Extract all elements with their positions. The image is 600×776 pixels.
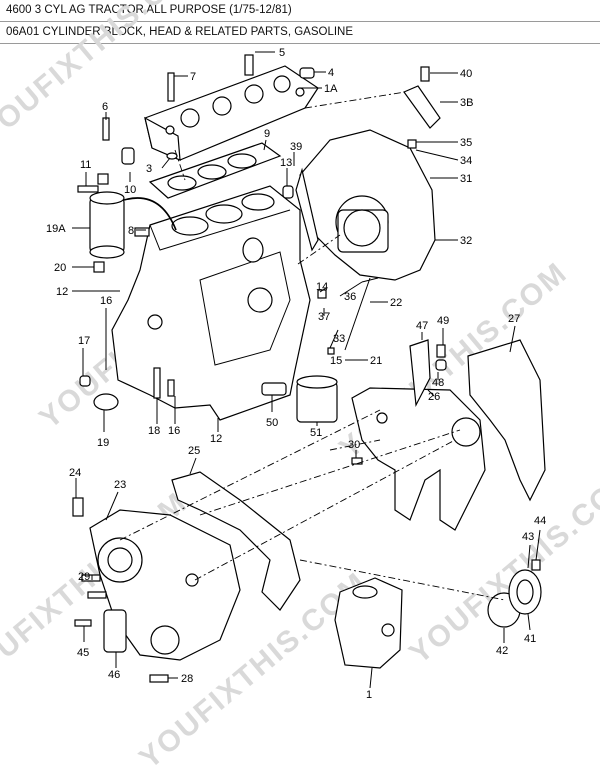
callout-label: 23 [114, 479, 126, 491]
callout-label: 7 [190, 71, 196, 83]
cylinder-head [144, 65, 319, 161]
callout-label: 47 [416, 320, 428, 332]
callout-label: 36 [344, 291, 356, 303]
callout-label: 48 [432, 377, 444, 389]
leader-lines [72, 51, 541, 689]
callout-label: 46 [108, 669, 120, 681]
timing-cover-gasket [171, 471, 301, 611]
callout-label: 39 [290, 141, 302, 153]
callout-label: 19 [97, 437, 109, 449]
front-plate-gasket [467, 339, 546, 502]
callout-label: 41 [524, 633, 536, 645]
callout-label: 30 [348, 439, 360, 451]
callout-label: 29 [78, 571, 90, 583]
callout-label: 40 [460, 68, 472, 80]
callout-label: 45 [77, 647, 89, 659]
callout-label: 17 [78, 335, 90, 347]
callout-label: 24 [69, 467, 81, 479]
callout-label: 1 [366, 689, 372, 701]
callout-label: 20 [54, 262, 66, 274]
callout-label: 42 [496, 645, 508, 657]
callout-label: 44 [534, 515, 546, 527]
callout-label: 11 [80, 159, 91, 171]
page-subtitle: 06A01 CYLINDER BLOCK, HEAD & RELATED PAR… [0, 22, 600, 44]
rear-gasket [295, 167, 319, 252]
callout-label: 10 [124, 184, 136, 196]
front-plate [351, 387, 486, 531]
callout-label: 31 [460, 173, 472, 185]
install-arrow [123, 197, 177, 231]
callout-label: 18 [148, 425, 160, 437]
callout-label: 8 [128, 225, 134, 237]
callout-label: 51 [310, 427, 322, 439]
callout-label: 19A [46, 223, 66, 235]
callout-label: 34 [460, 155, 472, 167]
callout-label: 5 [279, 47, 285, 59]
callout-label: 32 [460, 235, 472, 247]
timing-cover [89, 509, 241, 661]
callout-label: 12 [56, 286, 68, 298]
callout-label: 1A [324, 83, 338, 95]
callout-label: 3 [146, 163, 152, 175]
oil-filter [296, 375, 338, 423]
callout-label: 27 [508, 313, 520, 325]
callout-label: 12 [210, 433, 222, 445]
filter-adaptor [261, 382, 287, 396]
seal-retainer [508, 569, 542, 615]
callout-label: 33 [333, 333, 345, 345]
cylinder-sleeve [89, 191, 125, 259]
short-block-assembly [334, 577, 403, 669]
cylinder-block [111, 185, 311, 421]
assembly-lines [119, 91, 506, 601]
callout-label: 43 [522, 531, 534, 543]
callout-label: 28 [181, 673, 193, 685]
rear-seal [93, 393, 119, 411]
callout-label: 25 [188, 445, 200, 457]
callout-label: 4 [328, 67, 334, 79]
callout-label: 50 [266, 417, 278, 429]
callout-label: 26 [428, 391, 440, 403]
callout-label: 9 [264, 128, 270, 140]
callout-label: 3B [460, 97, 473, 109]
callout-label: 6 [102, 101, 108, 113]
callout-label: 16 [100, 295, 112, 307]
bracket [409, 339, 431, 408]
head-gasket [148, 142, 282, 199]
watermark-5: YOUFIXTHIS.COM [403, 461, 600, 670]
callout-label: 16 [168, 425, 180, 437]
callout-labels: 5 7 4 1A 40 6 3B 9 35 34 3 13 39 31 11 1… [46, 47, 546, 701]
callout-label: 13 [280, 157, 292, 169]
cover-plate [403, 85, 441, 129]
callout-label: 22 [390, 297, 402, 309]
callout-label: 37 [318, 311, 330, 323]
callout-label: 35 [460, 137, 472, 149]
flywheel-housing [299, 129, 436, 281]
callout-label: 14 [316, 281, 328, 293]
callout-label: 49 [437, 315, 449, 327]
callout-label: 15 [330, 355, 342, 367]
side-cover [103, 609, 127, 653]
callout-label: 21 [370, 355, 382, 367]
page-title: 4600 3 CYL AG TRACTOR ALL PURPOSE (1/75-… [0, 0, 600, 22]
